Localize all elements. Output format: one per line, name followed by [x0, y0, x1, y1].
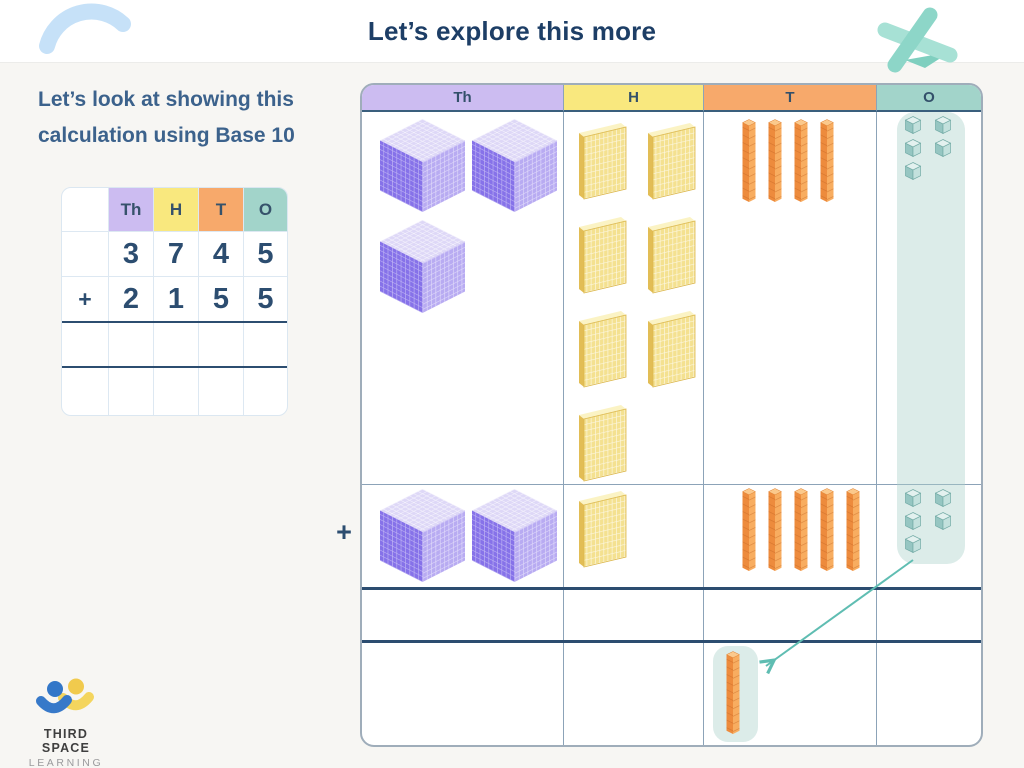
- pvt-digit: 1: [154, 277, 199, 321]
- base10-one-block[interactable]: [905, 139, 921, 157]
- grid-row-addend-2: [362, 485, 981, 590]
- pvt-corner-cell: [62, 188, 109, 231]
- base10-ten-block[interactable]: [726, 651, 740, 735]
- base10-hundred-block[interactable]: [574, 214, 630, 296]
- base10-ten-block[interactable]: [742, 119, 756, 203]
- pvt-header-th: Th: [109, 188, 154, 231]
- base10-hundred-block[interactable]: [574, 402, 630, 484]
- base10-ten-block[interactable]: [768, 488, 782, 572]
- grid-plus-operator: +: [336, 517, 352, 547]
- grid-body: [362, 111, 981, 745]
- base10-hundred-block[interactable]: [574, 488, 630, 570]
- grid-header-t: T: [704, 85, 877, 112]
- base10-hundred-block[interactable]: [643, 214, 699, 296]
- pvt-row-addend-1: 3 7 4 5: [62, 232, 287, 277]
- base10-thousand-block[interactable]: [379, 118, 466, 213]
- tens-blocks-addend-1: [704, 112, 876, 485]
- base10-one-block[interactable]: [935, 512, 951, 530]
- base10-one-block[interactable]: [905, 512, 921, 530]
- pvt-plus-operator: +: [62, 277, 109, 321]
- base10-one-block[interactable]: [905, 116, 921, 134]
- base10-thousand-block[interactable]: [471, 118, 558, 213]
- grid-header-row: Th H T O: [362, 85, 981, 112]
- top-bar: Let’s explore this more: [0, 0, 1024, 63]
- pvt-row-carry: [62, 368, 287, 415]
- intro-line-2: calculation using Base 10: [38, 124, 295, 147]
- tens-blocks-addend-2: [704, 485, 876, 587]
- base10-hundred-block[interactable]: [643, 120, 699, 202]
- base10-ten-block[interactable]: [794, 488, 808, 572]
- base10-thousand-block[interactable]: [379, 488, 466, 583]
- page-title: Let’s explore this more: [367, 16, 657, 46]
- base10-hundred-block[interactable]: [574, 308, 630, 390]
- base10-hundred-block[interactable]: [574, 120, 630, 202]
- pvt-header-h: H: [154, 188, 199, 231]
- base10-ten-block[interactable]: [820, 488, 834, 572]
- base10-one-block[interactable]: [935, 116, 951, 134]
- base10-grid: Th H T O: [360, 83, 983, 747]
- grid-header-th: Th: [362, 85, 564, 112]
- grid-row-answer: [362, 590, 981, 643]
- pvt-digit: 4: [199, 232, 244, 276]
- base10-ten-block[interactable]: [820, 119, 834, 203]
- base10-ten-block[interactable]: [768, 119, 782, 203]
- pvt-digit: 5: [199, 277, 244, 321]
- grid-header-o: O: [877, 85, 981, 112]
- ones-blocks-addend-2: [905, 489, 955, 553]
- base10-one-block[interactable]: [905, 535, 921, 553]
- base10-ten-block[interactable]: [794, 119, 808, 203]
- pvt-header-o: O: [244, 188, 287, 231]
- ones-blocks-addend-1: [905, 116, 955, 180]
- grid-row-addend-1: [362, 111, 981, 485]
- pvt-row-addend-2: + 2 1 5 5: [62, 277, 287, 323]
- base10-thousand-block[interactable]: [471, 488, 558, 583]
- hundreds-blocks-addend-2: [564, 485, 703, 587]
- base10-one-block[interactable]: [905, 489, 921, 507]
- grid-header-h: H: [564, 85, 704, 112]
- grid-row-regroup: [362, 643, 981, 745]
- logo-line-2: LEARNING: [28, 757, 104, 768]
- logo-line-1: THIRD SPACE: [41, 727, 91, 755]
- base10-thousand-block[interactable]: [379, 219, 466, 314]
- pvt-header-row: Th H T O: [62, 188, 287, 232]
- base10-ten-block[interactable]: [742, 488, 756, 572]
- pvt-digit: 5: [257, 237, 274, 270]
- thousands-blocks-addend-2: [362, 485, 563, 587]
- intro-text: Let’s look at showing this calculation u…: [38, 82, 295, 154]
- pvt-row-answer: [62, 323, 287, 368]
- place-value-table: Th H T O 3 7 4 5 + 2 1 5 5: [61, 187, 288, 416]
- logo-icon: [36, 678, 94, 714]
- base10-one-block[interactable]: [935, 489, 951, 507]
- base10-ten-block[interactable]: [846, 488, 860, 572]
- base10-hundred-block[interactable]: [643, 308, 699, 390]
- pvt-digit: 7: [154, 232, 199, 276]
- ones-column-highlight: [897, 112, 965, 564]
- pvt-digit: 2: [109, 277, 154, 321]
- thousands-blocks-addend-1: [362, 112, 563, 485]
- intro-line-1: Let’s look at showing this: [38, 88, 294, 111]
- base10-one-block[interactable]: [905, 162, 921, 180]
- regrouped-ten-block: [726, 651, 740, 740]
- logo: THIRD SPACE LEARNING: [20, 678, 112, 768]
- pvt-digit: 5: [257, 282, 274, 315]
- pvt-digit: 3: [109, 232, 154, 276]
- base10-one-block[interactable]: [935, 139, 951, 157]
- hundreds-blocks-addend-1: [564, 112, 703, 485]
- pvt-header-t: T: [199, 188, 244, 231]
